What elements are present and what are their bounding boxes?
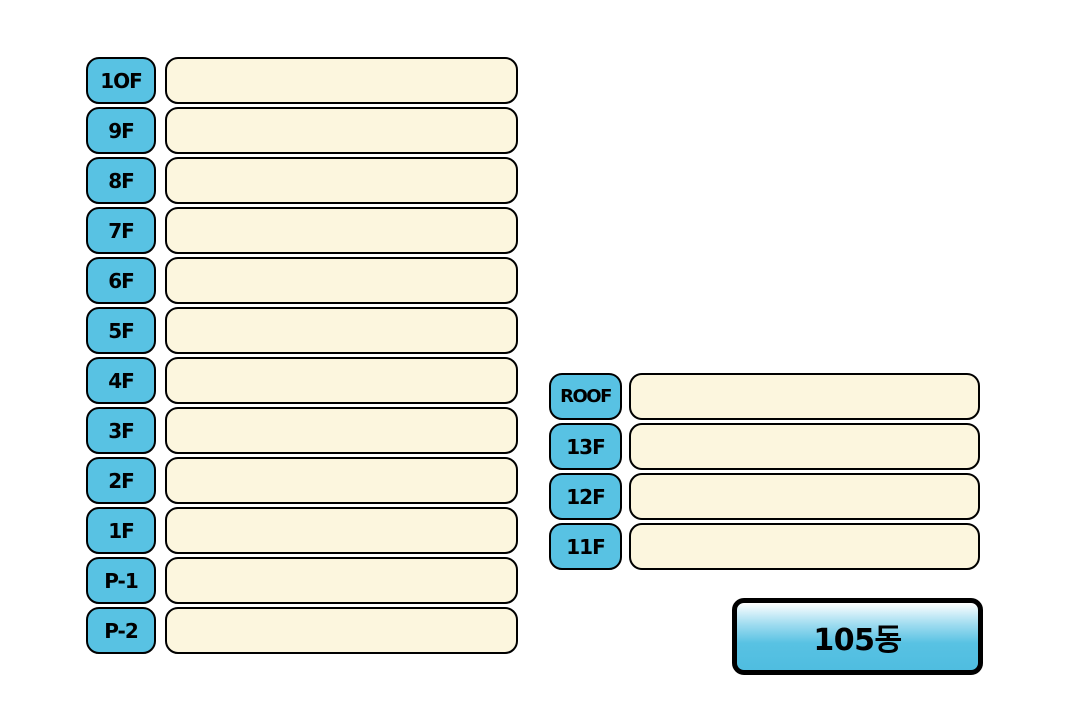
floor-label[interactable]: 7F xyxy=(86,207,156,254)
floor-cell[interactable] xyxy=(165,57,518,104)
floor-label[interactable]: 8F xyxy=(86,157,156,204)
floor-cell[interactable] xyxy=(165,407,518,454)
floor-cell[interactable] xyxy=(629,423,980,470)
floor-row: ROOF xyxy=(549,372,981,422)
floor-cell[interactable] xyxy=(165,457,518,504)
floor-row: 2F xyxy=(86,456,518,506)
floor-cell[interactable] xyxy=(165,357,518,404)
floor-label[interactable]: 2F xyxy=(86,457,156,504)
floor-label[interactable]: 9F xyxy=(86,107,156,154)
floor-row: 13F xyxy=(549,422,981,472)
floor-label[interactable]: 4F xyxy=(86,357,156,404)
floor-label[interactable]: P-2 xyxy=(86,607,156,654)
floor-cell[interactable] xyxy=(165,207,518,254)
floor-cell[interactable] xyxy=(629,373,980,420)
floor-cell[interactable] xyxy=(165,557,518,604)
floor-row: 11F xyxy=(549,522,981,572)
floor-cell[interactable] xyxy=(165,107,518,154)
floor-row: 6F xyxy=(86,256,518,306)
floor-label[interactable]: 1OF xyxy=(86,57,156,104)
floor-cell[interactable] xyxy=(165,307,518,354)
floor-label[interactable]: 5F xyxy=(86,307,156,354)
floor-label[interactable]: 11F xyxy=(549,523,622,570)
left-floor-column: 1OF 9F 8F 7F 6F 5F 4F 3F 2F 1F P-1 P-2 xyxy=(86,56,518,658)
floor-cell[interactable] xyxy=(165,257,518,304)
floor-row: 12F xyxy=(549,472,981,522)
floor-row: 4F xyxy=(86,356,518,406)
floor-row: 9F xyxy=(86,106,518,156)
floor-row: 7F xyxy=(86,206,518,256)
floor-label[interactable]: 6F xyxy=(86,257,156,304)
floor-label[interactable]: P-1 xyxy=(86,557,156,604)
floor-row: 1OF xyxy=(86,56,518,106)
building-label-button[interactable]: 105동 xyxy=(732,598,983,675)
floor-label[interactable]: ROOF xyxy=(549,373,622,420)
right-floor-column: ROOF 13F 12F 11F xyxy=(549,372,981,574)
floor-cell[interactable] xyxy=(165,157,518,204)
floor-label[interactable]: 1F xyxy=(86,507,156,554)
floor-row: P-1 xyxy=(86,556,518,606)
floor-label[interactable]: 3F xyxy=(86,407,156,454)
floor-label[interactable]: 13F xyxy=(549,423,622,470)
floor-row: P-2 xyxy=(86,606,518,656)
floor-row: 8F xyxy=(86,156,518,206)
floor-label[interactable]: 12F xyxy=(549,473,622,520)
floor-cell[interactable] xyxy=(629,523,980,570)
floor-row: 1F xyxy=(86,506,518,556)
floor-row: 5F xyxy=(86,306,518,356)
floor-cell[interactable] xyxy=(165,507,518,554)
floor-cell[interactable] xyxy=(165,607,518,654)
floor-row: 3F xyxy=(86,406,518,456)
floor-cell[interactable] xyxy=(629,473,980,520)
